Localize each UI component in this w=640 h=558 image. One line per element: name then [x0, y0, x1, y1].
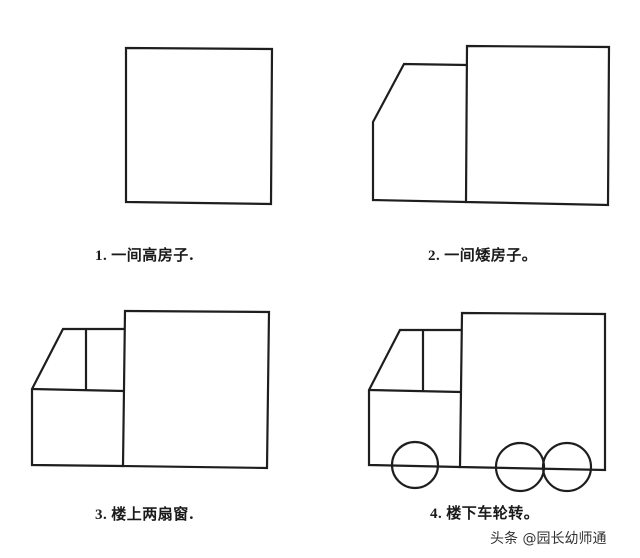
step-number: 1. — [95, 248, 108, 264]
step-text: 一间矮房子。 — [444, 246, 538, 264]
cargo-box-shape — [458, 311, 607, 472]
watermark: 头条 @园长幼师通 — [490, 531, 607, 547]
step-number: 2. — [428, 248, 441, 264]
step-1-caption: 1.一间高房子. — [95, 244, 194, 265]
cab-mid-line — [368, 388, 462, 394]
step-3-drawing — [30, 309, 271, 470]
step-2-caption: 2.一间矮房子。 — [428, 244, 537, 265]
rear-wheel-2 — [541, 441, 593, 493]
step-number: 3. — [95, 507, 108, 523]
step-text: 楼下车轮转。 — [446, 504, 540, 522]
step-1-drawing — [124, 46, 274, 206]
tall-house-shape — [124, 46, 274, 206]
step-2-drawing — [371, 44, 611, 207]
cab-shape — [367, 328, 462, 469]
step-text: 一间高房子. — [111, 246, 195, 264]
step-4-caption: 4.楼下车轮转。 — [430, 502, 539, 523]
step-text: 楼上两扇窗. — [111, 505, 195, 523]
cargo-box-shape — [121, 309, 271, 470]
cab-shape — [30, 327, 125, 468]
low-house-shape — [371, 62, 468, 204]
front-wheel — [390, 440, 440, 490]
cab-mid-line — [31, 387, 125, 393]
step-3-caption: 3.楼上两扇窗. — [95, 503, 194, 524]
step-number: 4. — [430, 506, 443, 522]
step-4-drawing — [367, 311, 607, 493]
tall-house-shape — [464, 44, 611, 207]
